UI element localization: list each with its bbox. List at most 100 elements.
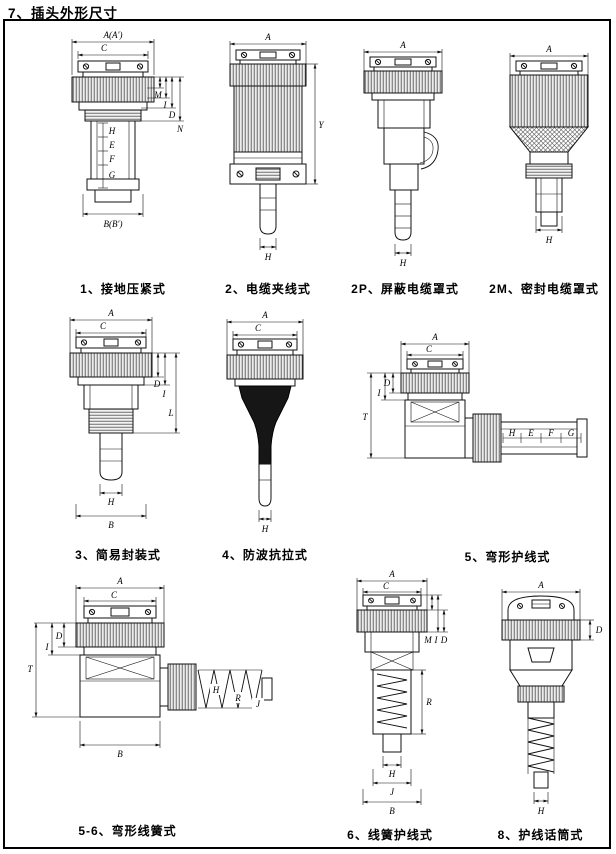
caption-2: 2、电缆夹线式 <box>225 282 311 296</box>
fig1-dim-e: E <box>108 140 115 150</box>
fig4-dim-a: A <box>545 44 552 54</box>
fig6-drawing: A C H <box>226 310 304 534</box>
fig8-dim-b-lines <box>79 721 161 748</box>
fig2-dim-lines <box>229 41 307 64</box>
caption-6: 4、防波抗拉式 <box>222 548 308 562</box>
fig6-dim-h-lines <box>258 510 272 522</box>
fig7-dim-t: T <box>362 412 368 422</box>
fig7-dim-a: A <box>431 332 438 342</box>
fig8-dim-a: A <box>116 576 123 586</box>
figure-9: A C M I D <box>330 568 455 825</box>
fig3-dim-h-lines <box>394 244 412 256</box>
fig3-dim-h: H <box>399 258 407 268</box>
fig9-drawing: A C M I D <box>356 569 448 816</box>
fig7-dim-lines <box>400 341 470 373</box>
fig10-drawing: A D H <box>501 580 603 816</box>
figure-2: A H Y <box>208 30 328 283</box>
fig7-connector-body <box>400 358 588 463</box>
fig7-dim-g: G <box>568 428 575 438</box>
fig5-dim-lines <box>69 317 153 353</box>
fig1-internal-dims <box>98 122 108 189</box>
fig9-wire-spring <box>376 673 408 729</box>
fig7-dim-f: F <box>547 428 554 438</box>
fig9-dim-j-lines <box>372 769 412 786</box>
fig2-connector-body <box>229 49 307 235</box>
fig8-dim-j: J <box>256 699 261 709</box>
fig1-dim-h: H <box>108 126 116 136</box>
fig7-dim-left <box>367 372 408 459</box>
fig10-dim-d: D <box>595 625 603 635</box>
fig7-dim-e: E <box>527 428 534 438</box>
fig6-rubber-boot <box>238 385 292 465</box>
fig9-dim-b-lines <box>362 789 422 805</box>
caption-10: 8、护线话筒式 <box>497 828 584 842</box>
fig5-dim-c: C <box>100 321 107 331</box>
fig9-connector-body <box>356 594 428 753</box>
figure-4: A H <box>478 42 612 283</box>
fig1-dim-g: G <box>109 170 116 180</box>
fig5-dim-b-lines <box>75 504 147 519</box>
fig3-dim-lines <box>363 49 443 71</box>
fig1-drawing: A(A') C H E F G <box>71 30 184 229</box>
fig8-drawing: A C <box>27 576 273 759</box>
fig4-sealing-boot <box>508 126 590 153</box>
fig3-drawing: A H <box>363 40 443 268</box>
fig9-dim-r: R <box>425 697 432 707</box>
fig2-drawing: A H Y <box>229 32 324 262</box>
fig1-dim-right <box>141 76 184 122</box>
fig9-dim-right <box>419 594 448 633</box>
fig3-dim-a: A <box>399 40 406 50</box>
fig8-dim-t: T <box>27 664 33 674</box>
page-title: 7、插头外形尺寸 <box>8 6 119 21</box>
caption-9: 6、线簧护线式 <box>347 828 433 842</box>
caption-7: 5、弯形护线式 <box>464 550 551 564</box>
fig5-dim-d: D <box>153 379 161 389</box>
fig9-dim-h: H <box>388 769 396 779</box>
fig2-dim-y-lines <box>306 63 318 185</box>
fig9-dim-a: A <box>388 569 395 579</box>
fig4-dim-lines <box>509 53 589 75</box>
fig5-dim-h: H <box>107 497 115 507</box>
fig8-dim-r: R <box>234 693 241 703</box>
fig1-dim-a: A(A') <box>103 30 123 40</box>
page-border <box>3 19 611 849</box>
figure-5: A C H B <box>48 306 188 551</box>
fig4-dim-h: H <box>545 235 553 245</box>
fig5-connector-body <box>69 336 153 481</box>
fig1-dim-f: F <box>108 154 115 164</box>
caption-1: 1、接地压紧式 <box>80 282 166 296</box>
fig9-dim-c: C <box>383 581 390 591</box>
fig9-dim-m: M <box>423 635 432 645</box>
fig3-shield-clamp <box>420 131 439 170</box>
fig7-drawing: A C <box>362 332 588 463</box>
fig5-dim-right <box>133 352 180 434</box>
fig1-dim-i: I <box>163 100 168 110</box>
fig7-chain-dims <box>502 433 582 443</box>
fig8-dim-lines <box>75 585 165 623</box>
fig3-connector-body <box>363 56 443 241</box>
fig1-dim-bottom <box>82 194 144 217</box>
fig1-dim-b: B(B') <box>104 219 123 229</box>
figure-1: A(A') C H E F G <box>48 28 198 281</box>
fig1-dim-m: M <box>153 90 162 100</box>
fig7-dim-h: H <box>508 428 516 438</box>
fig8-connector-body <box>75 605 273 718</box>
fig5-dim-i: I <box>162 389 167 399</box>
fig5-drawing: A C H B <box>69 308 180 530</box>
fig8-dim-left <box>32 622 80 718</box>
fig10-dim-lines <box>501 589 581 620</box>
fig1-dim-lines <box>71 39 155 75</box>
figure-3: A H <box>346 38 461 283</box>
fig9-dim-lines <box>356 578 428 610</box>
caption-4: 2M、密封电缆罩式 <box>489 282 599 296</box>
fig9-dim-j: J <box>390 787 395 797</box>
caption-8: 5-6、弯形线簧式 <box>78 824 177 838</box>
fig9-dim-h-lines <box>382 756 402 768</box>
fig4-dim-h-lines <box>535 216 563 233</box>
caption-3: 2P、屏蔽电缆罩式 <box>351 282 459 296</box>
fig6-dim-lines <box>226 319 304 355</box>
fig7-dim-d: D <box>383 378 391 388</box>
figure-10: A D H <box>468 578 608 827</box>
fig10-connector-body <box>501 595 581 789</box>
